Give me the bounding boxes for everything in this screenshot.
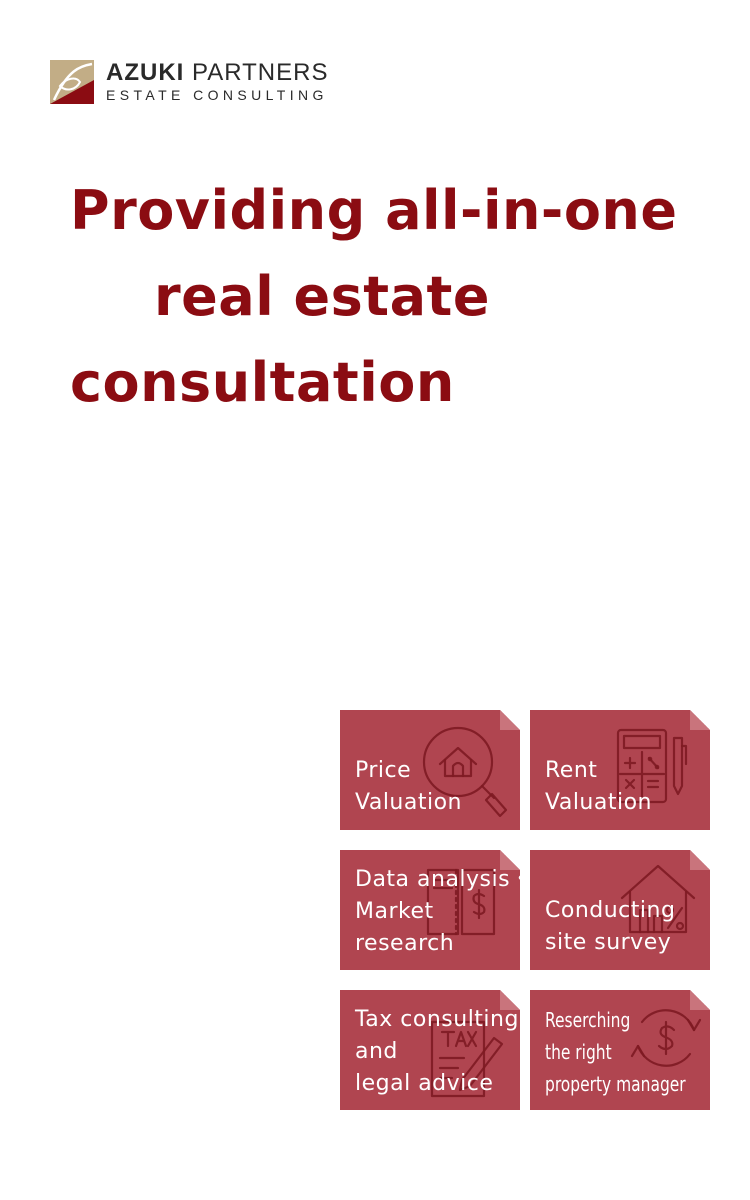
service-label-line-1: Data analysis・ — [355, 867, 520, 892]
service-tile-price-valuation[interactable]: Price Valuation — [340, 710, 520, 830]
service-label-line-1: Price — [355, 758, 412, 783]
service-label-line-3: research — [355, 931, 455, 956]
service-label-line-3: property manager — [545, 1072, 686, 1096]
service-tile-property-manager[interactable]: Reserching the right property manager — [530, 990, 710, 1110]
service-tile-market-research[interactable]: Data analysis・ Market research — [340, 850, 520, 970]
tile-folded-corner — [690, 710, 710, 730]
dollar-cycle-icon — [630, 1009, 702, 1067]
service-label-line-2: the right — [545, 1040, 612, 1064]
service-label-line-1: Tax consulting — [355, 1007, 519, 1032]
calculator-pen-icon — [616, 728, 688, 804]
headline-line-3: consultation — [70, 351, 455, 414]
service-tile-tax-legal[interactable]: Tax consulting and legal advice — [340, 990, 520, 1110]
service-label-line-2: Valuation — [545, 790, 653, 815]
headline-line-1: Providing all-in-one — [70, 179, 678, 242]
house-magnifier-icon — [422, 726, 508, 818]
service-label-line-2: and — [355, 1039, 398, 1064]
service-label-line-2: site survey — [545, 930, 672, 955]
service-label-line-1: Conducting — [545, 898, 676, 923]
service-tile-rent-valuation[interactable]: Rent Valuation — [530, 710, 710, 830]
brand-name-regular: PARTNERS — [192, 59, 329, 86]
headline: Providing all-in-one real estate consult… — [70, 168, 677, 426]
headline-line-2: real estate — [154, 265, 490, 328]
tax-document-icon — [430, 1020, 504, 1098]
company-logo: AZUKI PARTNERS ESTATE CONSULTING — [50, 60, 328, 104]
document-dollar-icon — [426, 868, 496, 936]
service-label-line-1: Rent — [545, 758, 598, 783]
service-label-line-1: Reserching — [545, 1008, 631, 1032]
brand-tagline: ESTATE CONSULTING — [106, 87, 328, 103]
service-label-line-2: Market — [355, 899, 434, 924]
service-tile-site-survey[interactable]: Conducting site survey — [530, 850, 710, 970]
service-label-line-2: Valuation — [355, 790, 463, 815]
azuki-logo-mark-icon — [50, 60, 94, 104]
brand-name-bold: AZUKI — [106, 59, 185, 86]
house-percent-icon — [620, 864, 696, 934]
service-label-line-3: legal advice — [355, 1071, 494, 1096]
